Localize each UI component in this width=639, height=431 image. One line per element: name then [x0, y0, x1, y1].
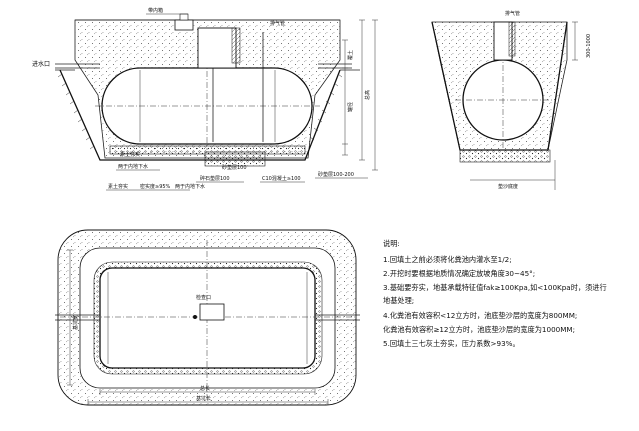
note-1: 1.回填土之前必须将化粪池内灌水至1/2; [383, 255, 512, 264]
svg-text:排气管: 排气管 [505, 10, 520, 17]
note-2: 2.开挖时要根据地质情况确定放坡角度30~45°; [383, 269, 535, 278]
concrete-base [204, 151, 266, 167]
elevation-view: 带内箱 排气管 进水口 素土夯实 素土夯实 密实度≥95% 两于内地下水 两于内… [32, 7, 378, 191]
plan-view: 检查口 基坑宽 总长 基坑长 [55, 229, 360, 406]
note-3: 3.基础要夯实，地基承载特征值fak≥100Kpa,如<100Kpa时，须进行 [383, 283, 607, 292]
total-length-label: 总长 [200, 385, 210, 392]
note-4: 4.化粪池有效容积<12立方时，池底垫沙层的宽度为800MM; [383, 311, 577, 320]
manhole-label: 检查口 [196, 294, 211, 301]
sand-bed-label: 砂垫层100 [222, 164, 247, 171]
pit-width-label: 基坑宽 [72, 315, 79, 330]
notes-block: 说明: 1.回填土之前必须将化粪池内灌水至1/2; 2.开挖时要根据地质情况确定… [383, 239, 607, 348]
dim-total-height: 总高 [364, 90, 371, 100]
notes-title: 说明: [383, 239, 400, 248]
top-label-0: 带内箱 [148, 7, 163, 14]
groundwater-label-bottom: 两于内地下水 [175, 183, 205, 190]
gravel-bed-label: 碎石垫层100 [200, 175, 230, 182]
cover-depth-label: 300-1000 [586, 34, 592, 58]
section-bottom-label: 垫沙底度 [498, 183, 518, 190]
note-4-cont: 化粪池有效容积≥12立方时，池底垫沙层的宽度为1000MM; [383, 325, 575, 334]
note-3-cont: 地基处理; [383, 296, 414, 305]
inlet-label: 进水口 [32, 60, 50, 68]
top-label-1: 排气管 [270, 20, 285, 27]
groundwater-label-left: 两于内地下水 [118, 163, 148, 170]
excavation-outline [59, 69, 341, 161]
note-5: 5.回填土三七灰土夯实，压力系数>93%。 [383, 339, 520, 348]
section-view: 排气管 300-1000 垫沙底度 [431, 10, 592, 190]
density-label: 密实度≥95% [140, 183, 171, 190]
dim-cover: 覆土 [347, 50, 354, 60]
compact-soil-label-1: 素土夯实 [120, 151, 140, 158]
compact-soil-label-2: 素土夯实 [108, 183, 128, 190]
concrete-label: C10混凝土≥100 [262, 175, 301, 182]
sand-bed-range-label: 砂垫层100-200 [318, 171, 354, 178]
pit-length-label: 基坑长 [196, 395, 211, 402]
dim-diameter: 罐径 [347, 102, 354, 112]
